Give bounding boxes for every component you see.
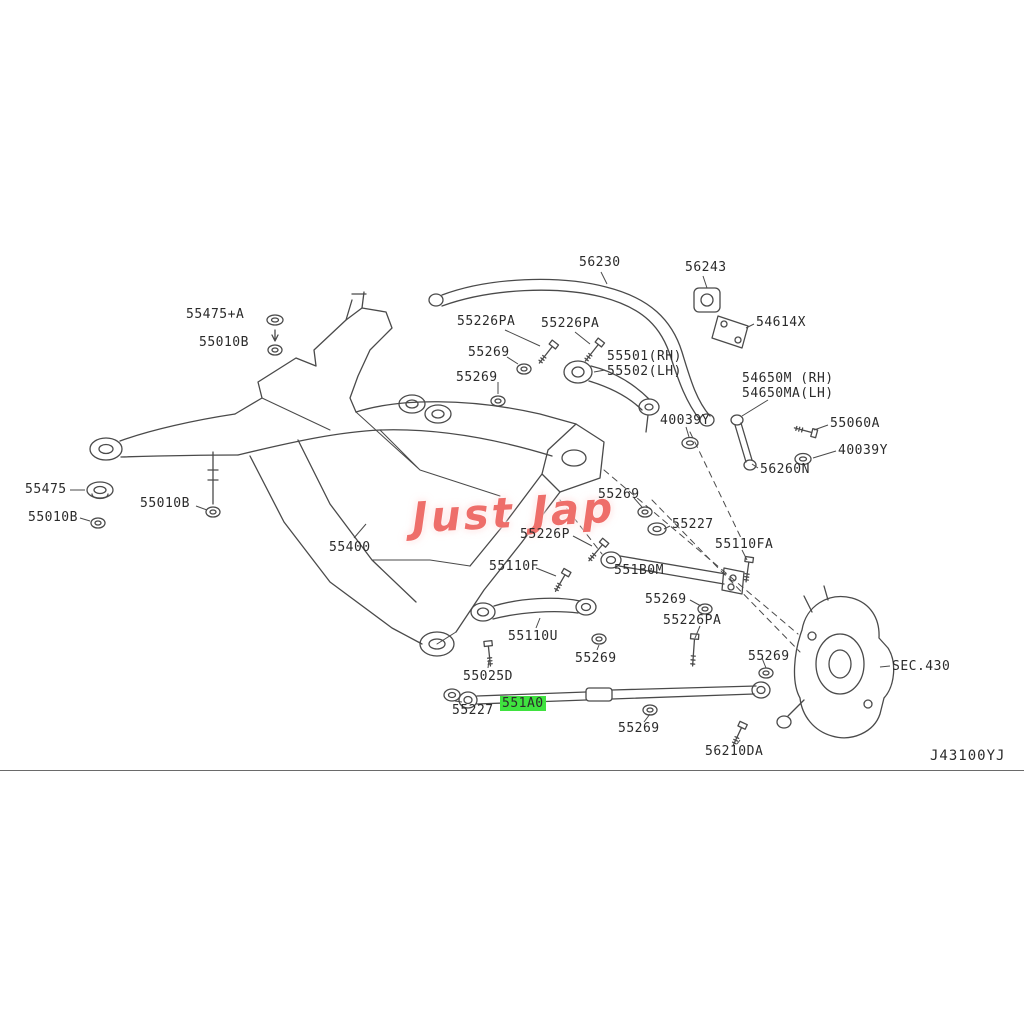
part-label[interactable]: 55400 bbox=[329, 540, 371, 555]
knuckle-art bbox=[776, 585, 895, 739]
stabilizer-bracket-art bbox=[711, 315, 749, 349]
part-label[interactable]: 40039Y bbox=[838, 443, 888, 458]
part-label[interactable]: 56260N bbox=[760, 462, 810, 477]
part-label[interactable]: 56210DA bbox=[705, 744, 764, 759]
bottom-rule bbox=[0, 770, 1024, 771]
upper-link-art bbox=[563, 360, 660, 433]
construction-lines bbox=[559, 431, 801, 653]
part-label[interactable]: 56243 bbox=[685, 260, 727, 275]
part-label[interactable]: 55269 bbox=[456, 370, 498, 385]
part-label[interactable]: 55269 bbox=[575, 651, 617, 666]
part-label[interactable]: 55025D bbox=[463, 669, 513, 684]
part-label[interactable]: 55010B bbox=[199, 335, 249, 350]
part-label[interactable]: 551B0M bbox=[614, 563, 664, 578]
part-label[interactable]: 55269 bbox=[598, 487, 640, 502]
part-label[interactable]: 55010B bbox=[28, 510, 78, 525]
part-label[interactable]: 54650MA(LH) bbox=[742, 386, 834, 401]
part-label[interactable]: 55227 bbox=[452, 703, 494, 718]
part-label[interactable]: 55226PA bbox=[663, 613, 722, 628]
part-label[interactable]: 54614X bbox=[756, 315, 806, 330]
part-label[interactable]: SEC.430 bbox=[892, 659, 951, 674]
part-label[interactable]: 55110F bbox=[489, 559, 539, 574]
front-lower-link-art bbox=[600, 551, 745, 595]
lateral-arm-art bbox=[470, 597, 597, 622]
part-label[interactable]: 55110FA bbox=[715, 537, 774, 552]
part-label[interactable]: 55110U bbox=[508, 629, 558, 644]
part-label[interactable]: 55269 bbox=[645, 592, 687, 607]
part-label[interactable]: 55227 bbox=[672, 517, 714, 532]
part-label[interactable]: 55269 bbox=[468, 345, 510, 360]
stabilizer-bar-art bbox=[428, 278, 715, 427]
part-label[interactable]: 54650M (RH) bbox=[742, 371, 834, 386]
part-label[interactable]: 40039Y bbox=[660, 413, 710, 428]
part-label-highlighted[interactable]: 551A0 bbox=[500, 696, 546, 711]
part-label[interactable]: 55226P bbox=[520, 527, 570, 542]
subframe-art bbox=[89, 291, 605, 657]
part-label[interactable]: 55269 bbox=[748, 649, 790, 664]
part-label[interactable]: 55269 bbox=[618, 721, 660, 736]
part-label[interactable]: 56230 bbox=[579, 255, 621, 270]
part-label[interactable]: 55010B bbox=[140, 496, 190, 511]
part-label[interactable]: 55475+A bbox=[186, 307, 245, 322]
part-label[interactable]: 55475 bbox=[25, 482, 67, 497]
part-label[interactable]: 55060A bbox=[830, 416, 880, 431]
part-label[interactable]: 55226PA bbox=[457, 314, 516, 329]
drawing-code: J43100YJ bbox=[930, 748, 1006, 764]
part-label[interactable]: 55502(LH) bbox=[607, 364, 682, 379]
part-label[interactable]: 55501(RH) bbox=[607, 349, 682, 364]
part-label[interactable]: 55226PA bbox=[541, 316, 600, 331]
